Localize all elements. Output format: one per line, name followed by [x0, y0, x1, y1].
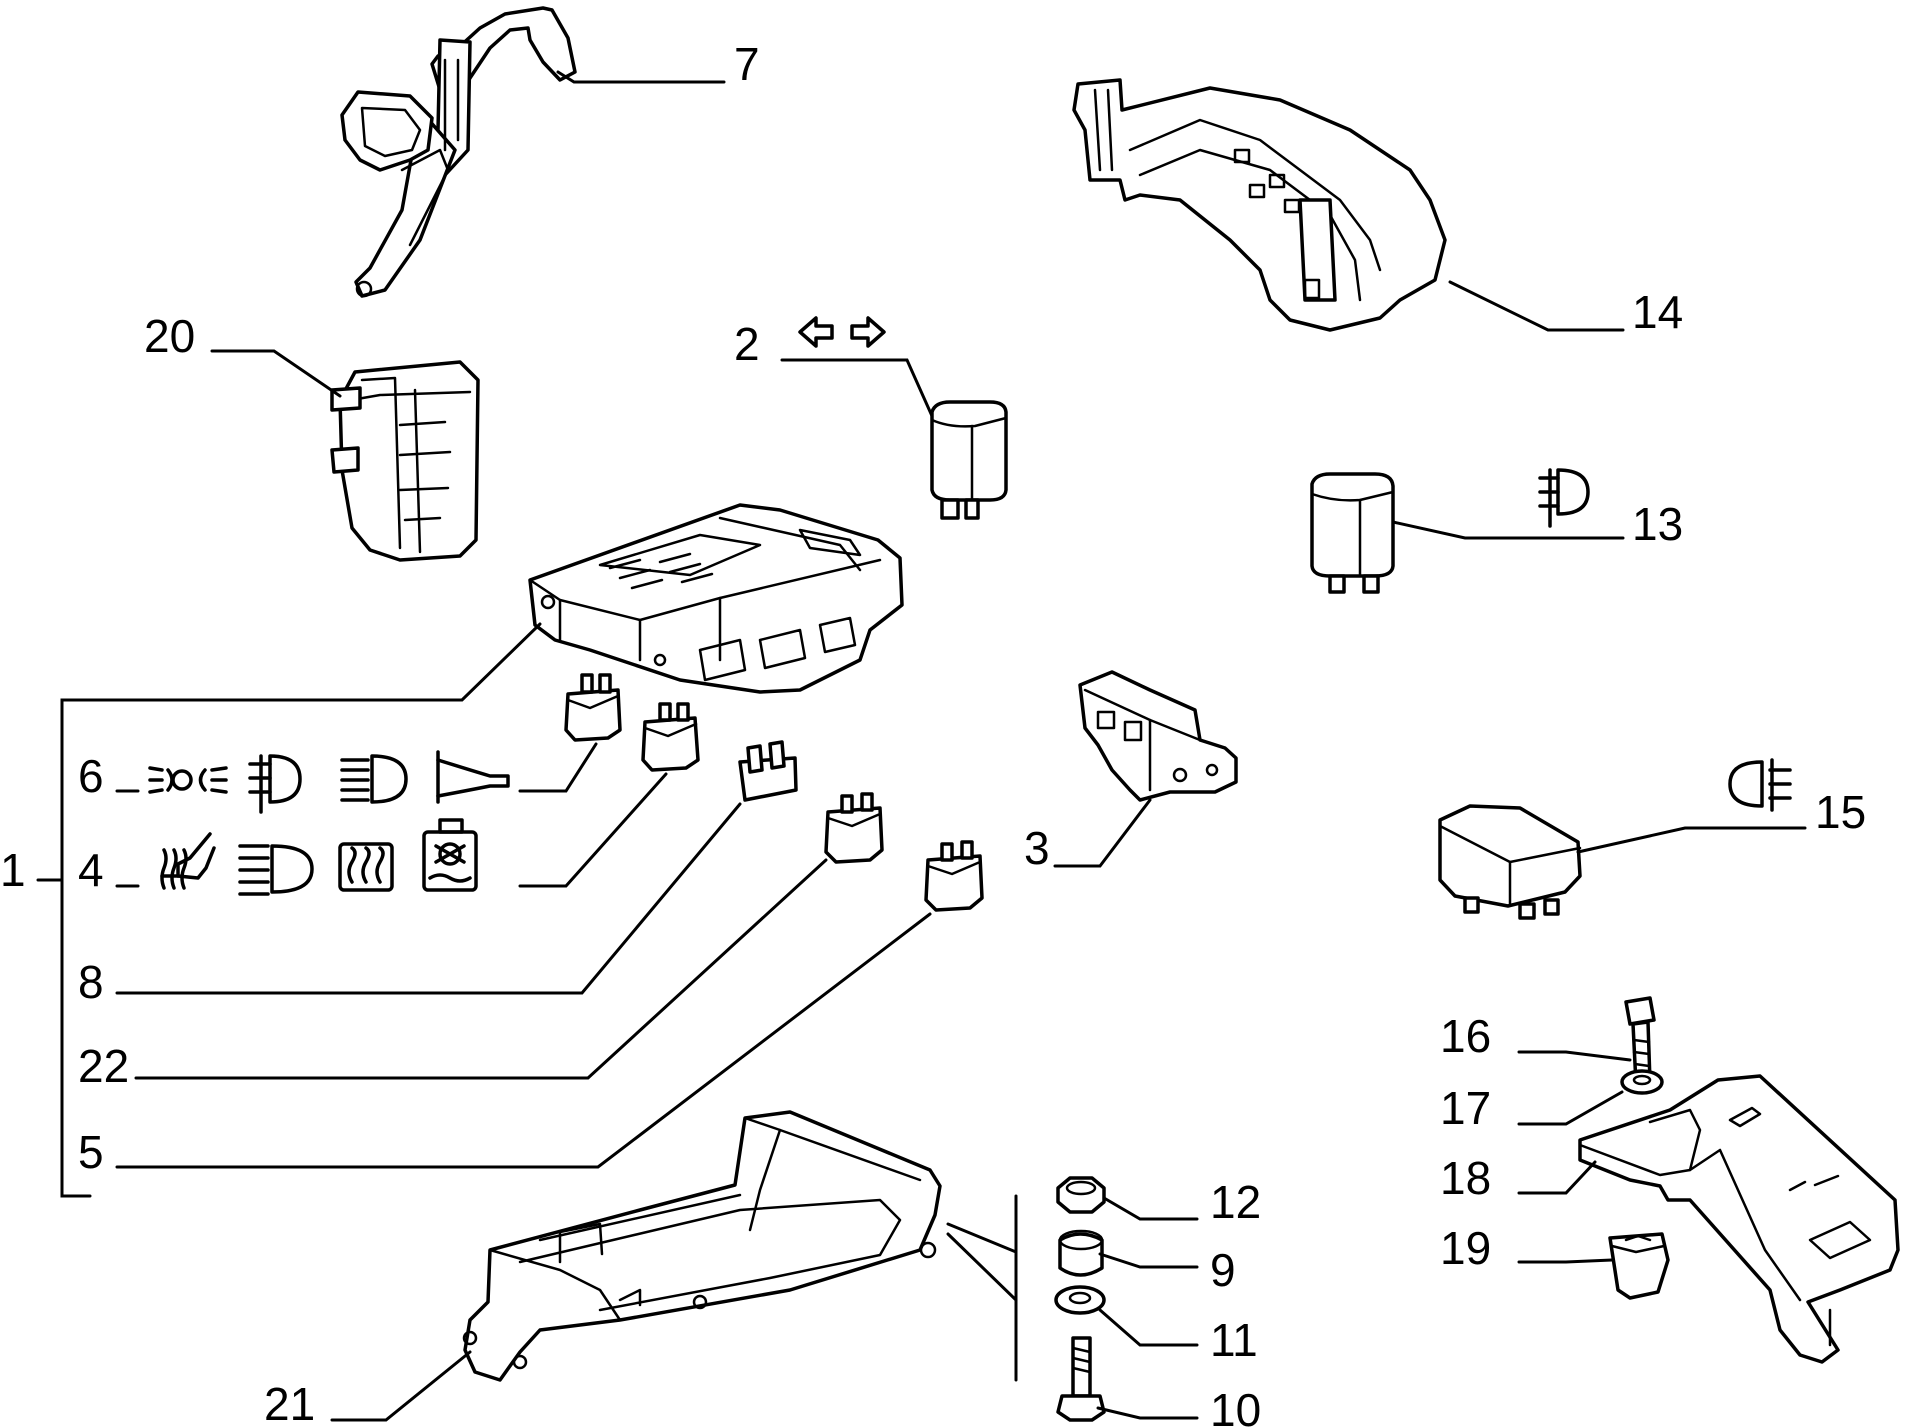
- front-fog-light-icon: [248, 754, 302, 814]
- part-21-tray: [462, 1110, 942, 1382]
- front-fog-light-icon: [1538, 468, 1590, 528]
- horn-icon: [436, 750, 510, 804]
- part-1-fuse-box: [528, 503, 904, 694]
- part-8-fuse: [738, 740, 798, 802]
- part-10-bolt: [1056, 1336, 1106, 1422]
- part-2-relay: [930, 400, 1008, 520]
- callout-labels: 7 14 20 2 13 15 6 4 1 3 8 22 5 16 17 18 …: [0, 38, 1866, 1428]
- rear-fog-light-icon: [1728, 758, 1792, 812]
- callout-11: 11: [1210, 1314, 1258, 1366]
- callout-6: 6: [78, 750, 104, 802]
- heated-seat-icon: [160, 832, 216, 890]
- part-3-clip: [1078, 670, 1238, 802]
- part-12-nut: [1056, 1176, 1106, 1214]
- callout-14: 14: [1632, 286, 1683, 338]
- callout-15: 15: [1815, 786, 1866, 838]
- callout-20: 20: [144, 310, 195, 362]
- callout-8: 8: [78, 956, 104, 1008]
- part-4-mini-relay: [641, 702, 700, 772]
- callout-12: 12: [1210, 1176, 1261, 1228]
- callout-7: 7: [734, 38, 760, 90]
- part-18-bracket: [1578, 1074, 1900, 1364]
- callout-10: 10: [1210, 1384, 1261, 1428]
- callout-16: 16: [1440, 1010, 1491, 1062]
- rear-defroster-icon: [338, 842, 394, 892]
- part-14-bracket: [1072, 78, 1447, 332]
- part-17-washer: [1620, 1069, 1664, 1095]
- parking-lights-icon: [148, 766, 228, 794]
- low-beam-icon: [238, 844, 314, 896]
- part-5-mini-relay: [924, 840, 984, 912]
- part-11-washer: [1054, 1285, 1106, 1315]
- leader-lines: [36, 70, 1807, 1422]
- part-16-screw: [1624, 996, 1656, 1086]
- part-13-relay: [1310, 472, 1395, 594]
- callout-2: 2: [734, 318, 760, 370]
- part-9-spacer: [1058, 1229, 1104, 1277]
- callout-9: 9: [1210, 1244, 1236, 1296]
- callout-5: 5: [78, 1126, 104, 1178]
- part-22-mini-relay: [824, 792, 884, 864]
- part-19-rubber-foot: [1608, 1232, 1670, 1300]
- heater-fan-icon: [422, 818, 478, 892]
- callout-3: 3: [1024, 822, 1050, 874]
- high-beam-icon: [340, 754, 408, 804]
- callout-4: 4: [78, 844, 104, 896]
- callout-17: 17: [1440, 1082, 1491, 1134]
- callout-13: 13: [1632, 498, 1683, 550]
- part-20-cover: [330, 360, 480, 562]
- part-7-bracket: [340, 6, 577, 298]
- callout-19: 19: [1440, 1222, 1491, 1274]
- callout-1: 1: [0, 844, 26, 896]
- callout-21: 21: [264, 1378, 315, 1428]
- part-15-relay: [1438, 804, 1582, 920]
- part-6-mini-relay: [564, 673, 622, 742]
- callout-18: 18: [1440, 1152, 1491, 1204]
- turn-signal-arrows-icon: [798, 316, 886, 348]
- callout-22: 22: [78, 1040, 129, 1092]
